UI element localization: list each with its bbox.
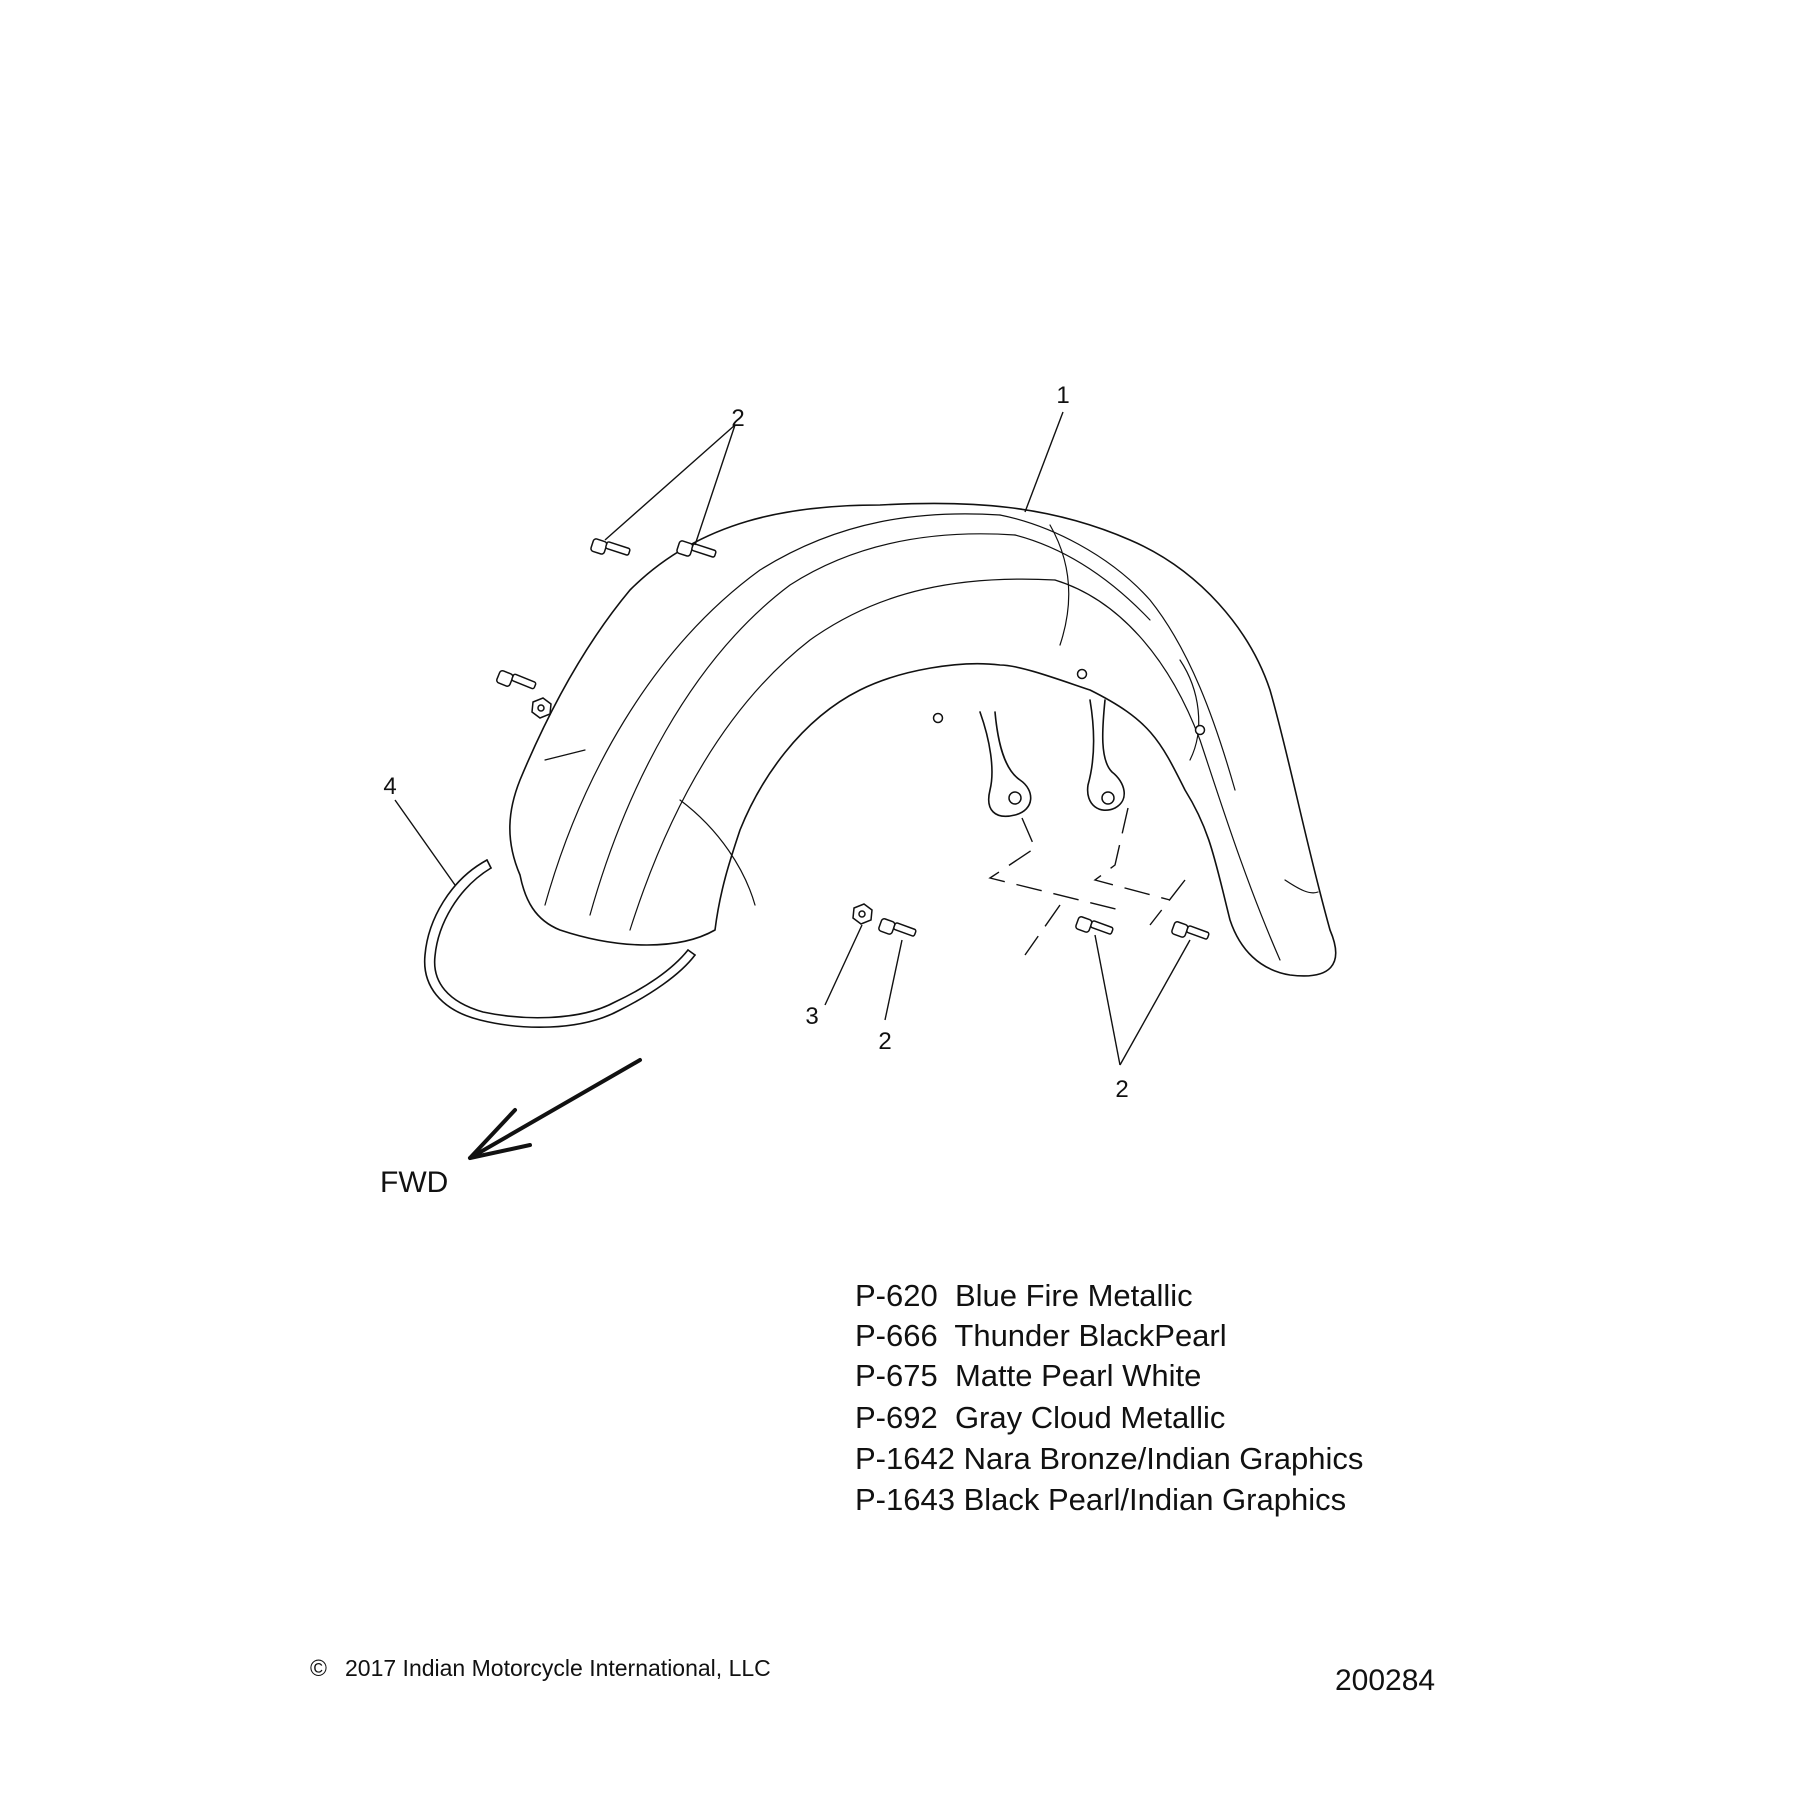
paint-code-item: P-666 Thunder BlackPearl <box>855 1318 1227 1353</box>
paint-code-item: P-675 Matte Pearl White <box>855 1358 1201 1393</box>
fastener-screw <box>590 538 631 556</box>
callout-screw: 2 <box>1115 1076 1128 1103</box>
callout-screw: 2 <box>731 405 744 432</box>
fender-trim <box>423 859 696 1028</box>
hex-nut <box>531 697 552 719</box>
callout-nut: 3 <box>805 1003 818 1030</box>
callout-trim: 4 <box>383 773 396 800</box>
fastener-screw <box>496 669 537 690</box>
paint-code-item: P-692 Gray Cloud Metallic <box>855 1400 1225 1435</box>
copyright-notice: 2017 Indian Motorcycle International, LL… <box>345 1655 771 1681</box>
fastener-screw <box>1075 916 1114 935</box>
fastener-screw <box>1171 921 1210 940</box>
callout-fender: 1 <box>1056 382 1069 409</box>
paint-code-item: P-620 Blue Fire Metallic <box>855 1278 1193 1313</box>
paint-code-list: P-620 Blue Fire Metallic P-666 Thunder B… <box>855 1278 1363 1517</box>
assembly-guide-lines <box>988 807 1186 956</box>
front-fender <box>509 502 1337 977</box>
fastener-screw <box>878 918 917 937</box>
copyright-symbol: © <box>310 1655 327 1681</box>
paint-code-item: P-1642 Nara Bronze/Indian Graphics <box>855 1441 1363 1476</box>
fastener-screw <box>676 540 717 558</box>
forward-direction-arrow <box>468 1058 642 1160</box>
callout-screw: 2 <box>878 1028 891 1055</box>
figure-number: 200284 <box>1335 1664 1435 1697</box>
forward-label: FWD <box>380 1166 448 1199</box>
paint-code-item: P-1643 Black Pearl/Indian Graphics <box>855 1482 1346 1517</box>
leader-lines <box>394 411 1191 1066</box>
hex-nut <box>852 903 873 925</box>
